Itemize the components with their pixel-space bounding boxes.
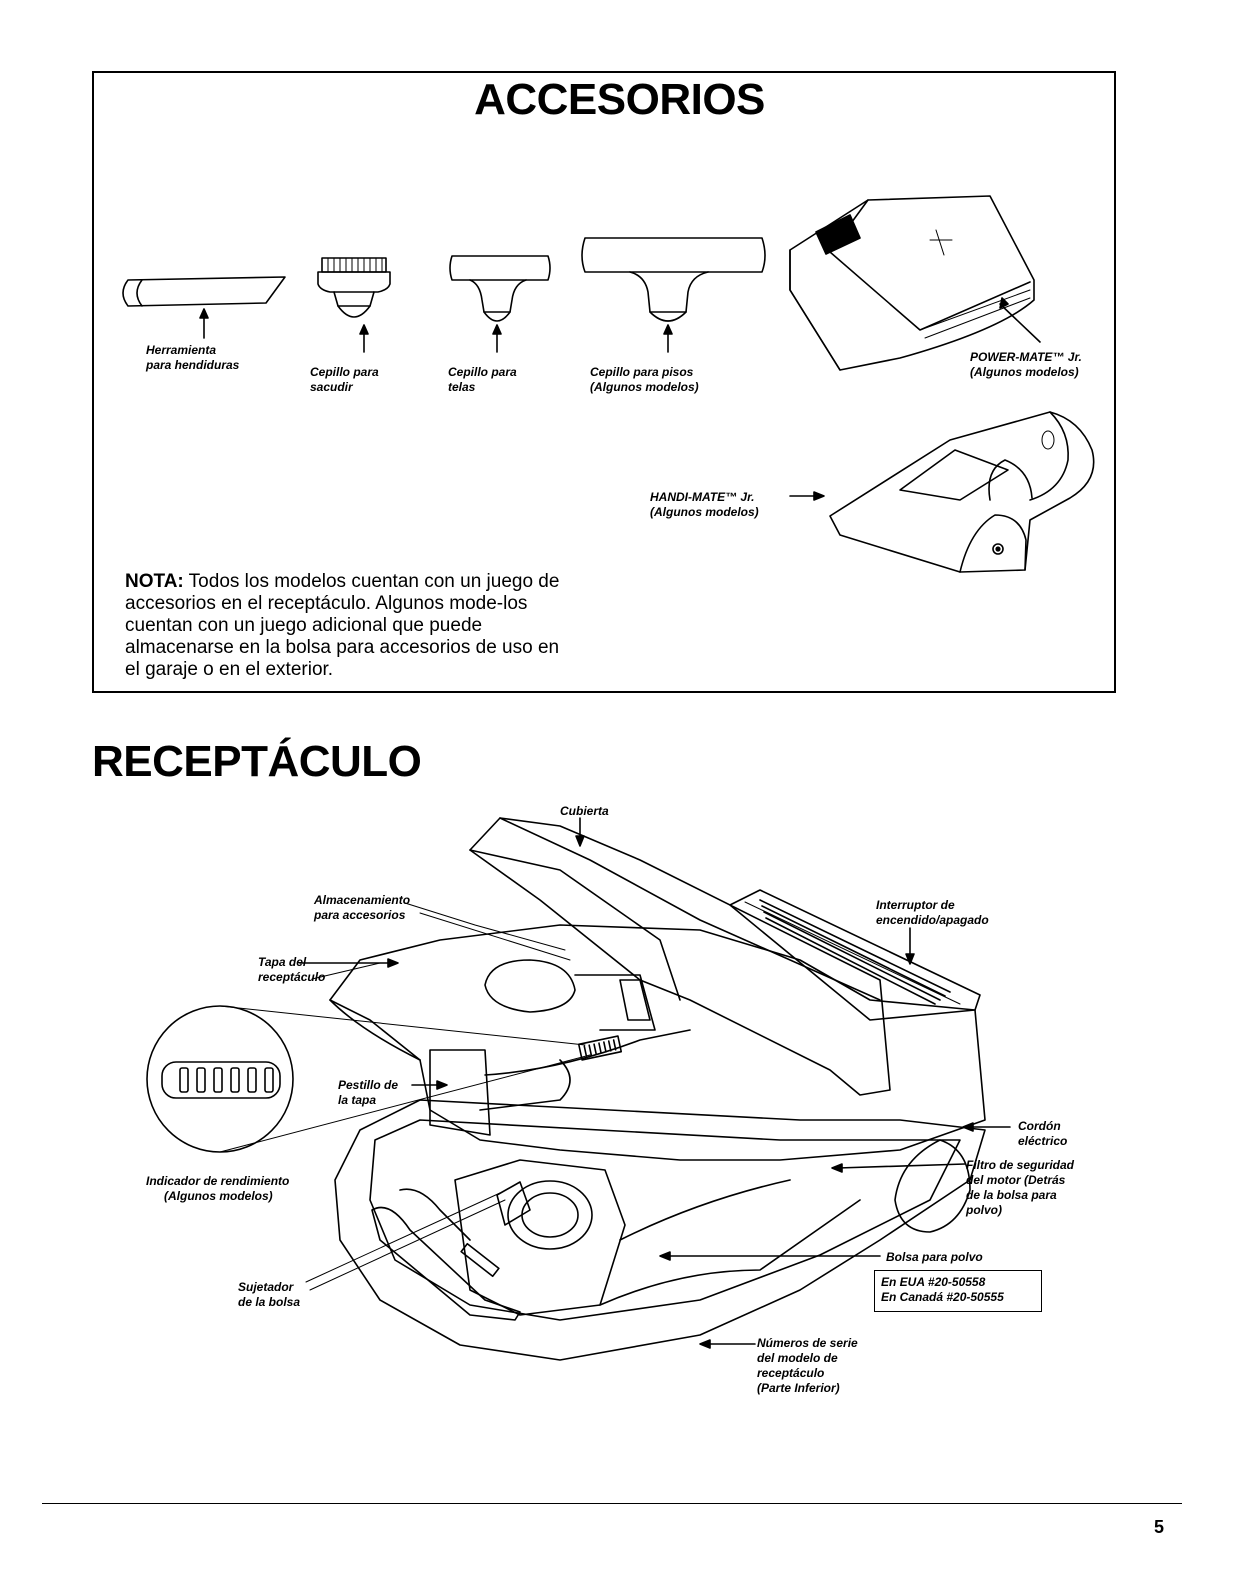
indicator-label: Indicador de rendimiento (Algunos modelo…	[146, 1174, 289, 1204]
bag-holder-label-line2: de la bolsa	[238, 1295, 300, 1310]
bag-label: Bolsa para polvo	[886, 1250, 983, 1265]
bag-canada-number: En Canadá #20-50555	[881, 1290, 1035, 1305]
floor-brush-illustration	[582, 238, 765, 352]
page-number: 5	[1154, 1517, 1164, 1538]
storage-label-line2: para accesorios	[314, 908, 410, 923]
cord-label-line2: eléctrico	[1018, 1134, 1067, 1149]
receptacle-title: RECEPTÁCULO	[92, 740, 421, 784]
bag-usa-number: En EUA #20-50558	[881, 1275, 1035, 1290]
crevice-tool-label-line1: Herramienta	[146, 343, 239, 358]
canister-illustration	[147, 818, 985, 1360]
crevice-tool-label: Herramienta para hendiduras	[146, 343, 239, 373]
serial-label-line4: (Parte Inferior)	[757, 1381, 858, 1396]
filter-label: Filtro de seguridad del motor (Detrás de…	[966, 1158, 1074, 1218]
lid-label-line1: Tapa del	[258, 955, 325, 970]
bag-holder-label-line1: Sujetador	[238, 1280, 300, 1295]
floor-brush-label-line1: Cepillo para pisos	[590, 365, 699, 380]
filter-label-line2: del motor (Detrás	[966, 1173, 1074, 1188]
serial-label-line3: receptáculo	[757, 1366, 858, 1381]
cord-label-line1: Cordón	[1018, 1119, 1067, 1134]
power-mate-label-line1: POWER-MATE™ Jr.	[970, 350, 1082, 365]
bag-part-numbers-box: En EUA #20-50558 En Canadá #20-50555	[874, 1270, 1042, 1312]
nota-paragraph: NOTA: Todos los modelos cuentan con un j…	[125, 571, 565, 681]
upholstery-brush-label: Cepillo para telas	[448, 365, 517, 395]
indicator-label-line2: (Algunos modelos)	[146, 1189, 289, 1204]
handi-mate-label-line2: (Algunos modelos)	[650, 505, 759, 520]
crevice-tool-label-line2: para hendiduras	[146, 358, 239, 373]
upholstery-brush-illustration	[450, 256, 550, 352]
switch-label-line1: Interruptor de	[876, 898, 989, 913]
latch-label-line2: la tapa	[338, 1093, 398, 1108]
filter-label-line4: polvo)	[966, 1203, 1074, 1218]
dusting-brush-illustration	[318, 258, 390, 352]
cord-label: Cordón eléctrico	[1018, 1119, 1067, 1149]
switch-label: Interruptor de encendido/apagado	[876, 898, 989, 928]
power-mate-label-line2: (Algunos modelos)	[970, 365, 1082, 380]
nota-label: NOTA:	[125, 571, 184, 592]
handi-mate-illustration	[790, 412, 1094, 572]
latch-label-line1: Pestillo de	[338, 1078, 398, 1093]
power-mate-label: POWER-MATE™ Jr. (Algunos modelos)	[970, 350, 1082, 380]
storage-label-line1: Almacenamiento	[314, 893, 410, 908]
dusting-brush-label-line1: Cepillo para	[310, 365, 379, 380]
nota-text: Todos los modelos cuentan con un juego d…	[125, 571, 559, 680]
serial-label-line2: del modelo de	[757, 1351, 858, 1366]
storage-label: Almacenamiento para accesorios	[314, 893, 410, 923]
upholstery-brush-label-line2: telas	[448, 380, 517, 395]
bag-holder-label: Sujetador de la bolsa	[238, 1280, 300, 1310]
footer-rule	[42, 1503, 1182, 1504]
filter-label-line3: de la bolsa para	[966, 1188, 1074, 1203]
switch-label-line2: encendido/apagado	[876, 913, 989, 928]
serial-label: Números de serie del modelo de receptácu…	[757, 1336, 858, 1396]
dusting-brush-label-line2: sacudir	[310, 380, 379, 395]
latch-label: Pestillo de la tapa	[338, 1078, 398, 1108]
cover-label: Cubierta	[560, 804, 609, 819]
serial-label-line1: Números de serie	[757, 1336, 858, 1351]
lid-label-line2: receptáculo	[258, 970, 325, 985]
handi-mate-label-line1: HANDI-MATE™ Jr.	[650, 490, 759, 505]
power-mate-illustration	[790, 196, 1040, 370]
dusting-brush-label: Cepillo para sacudir	[310, 365, 379, 395]
handi-mate-label: HANDI-MATE™ Jr. (Algunos modelos)	[650, 490, 759, 520]
indicator-label-line1: Indicador de rendimiento	[146, 1174, 289, 1189]
upholstery-brush-label-line1: Cepillo para	[448, 365, 517, 380]
floor-brush-label-line2: (Algunos modelos)	[590, 380, 699, 395]
lid-label: Tapa del receptáculo	[258, 955, 325, 985]
filter-label-line1: Filtro de seguridad	[966, 1158, 1074, 1173]
floor-brush-label: Cepillo para pisos (Algunos modelos)	[590, 365, 699, 395]
crevice-tool-illustration	[123, 277, 285, 338]
